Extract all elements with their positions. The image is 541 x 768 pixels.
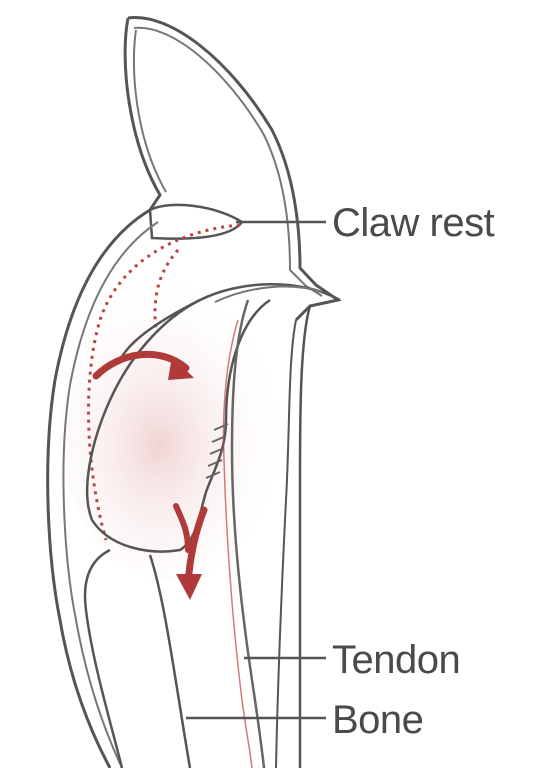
tendon-line-1 [300, 306, 310, 768]
claw-rest-shape [150, 205, 242, 239]
claw-rest-label: Claw rest [332, 201, 494, 246]
pull-arrow-head [176, 574, 202, 600]
claw-sheath-left-inner [134, 30, 166, 192]
middle-phalanx [85, 550, 122, 768]
tendon-label: Tendon [332, 638, 460, 683]
tendon-line-2 [276, 320, 296, 768]
claw-sheath-inner [134, 28, 322, 296]
claw-sheath-left [125, 18, 160, 210]
claw-sheath-outer [128, 17, 338, 320]
bone-label: Bone [332, 698, 423, 743]
